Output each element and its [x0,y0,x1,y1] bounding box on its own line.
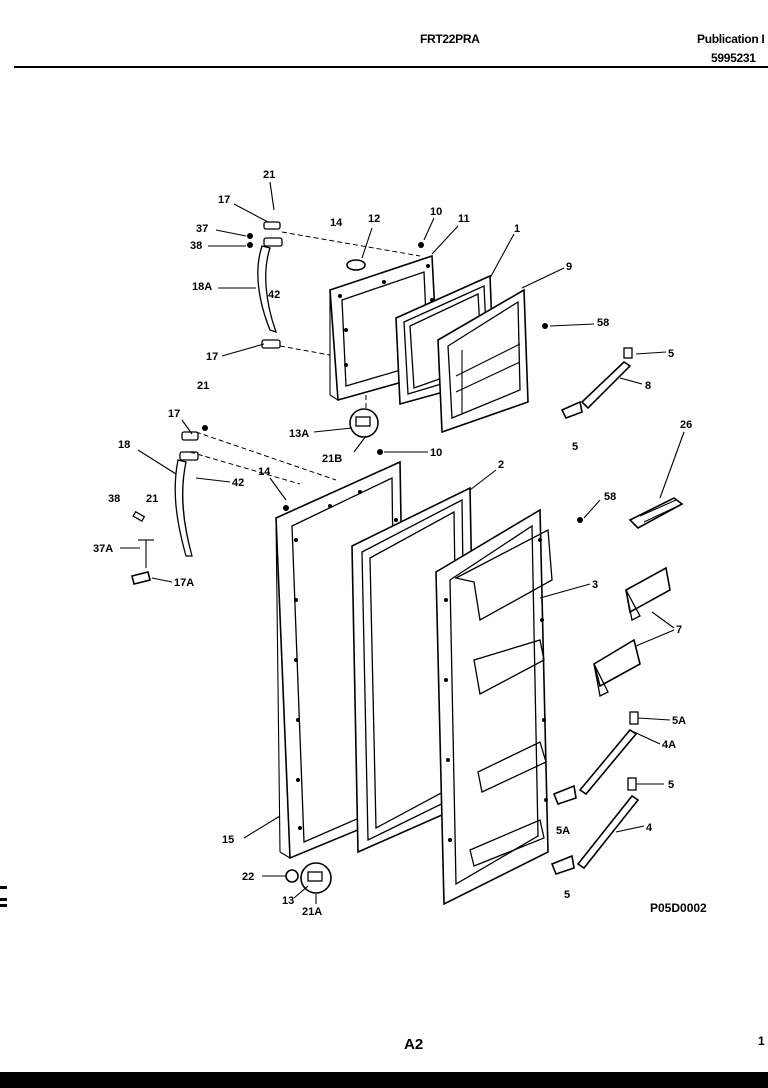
alignment-lines [189,231,421,485]
door-bin-7-upper [625,566,671,621]
callout-13: 13 [282,895,294,907]
bottom-scan-bar [0,1072,768,1088]
drawing-code: P05D0002 [650,901,707,915]
callout-14: 14 [258,466,271,478]
callout-21: 21 [146,493,158,505]
callout-17: 17 [206,351,218,363]
screw-17-low [202,425,208,431]
callout-11: 11 [458,213,470,225]
shelf-rail-4A [552,711,639,805]
ice-tray-26 [628,497,684,529]
callout-labels: 21 17 37 38 18A 42 17 21 14 12 10 11 1 9… [93,169,707,918]
callout-7: 7 [676,624,682,636]
callout-4: 4 [646,822,653,834]
callout-37: 37 [196,223,208,235]
upper-handle [257,221,283,349]
plug-14-low [283,505,289,511]
callout-26: 26 [680,419,692,431]
callout-22: 22 [242,871,254,883]
hinge-13A-plate [355,416,371,427]
callout-5A: 5A [672,715,686,727]
page-code: A2 [404,1036,424,1053]
callout-5: 5 [564,889,570,901]
callout-17: 17 [218,194,230,206]
callout-14: 14 [330,217,343,229]
callout-17: 17 [168,408,180,420]
lower-inner-liner [435,508,553,906]
callout-4A: 4A [662,739,676,751]
callout-18A: 18A [192,281,212,293]
publication-number: 5995231 [711,51,756,65]
callout-12: 12 [368,213,380,225]
callout-2: 2 [498,459,504,471]
left-edge-mark [0,886,7,889]
callout-21A: 21A [302,906,322,918]
callout-5: 5 [668,779,674,791]
callout-58: 58 [597,317,609,329]
page-number: 1 [758,1034,765,1048]
callout-58: 58 [604,491,616,503]
callout-42: 42 [268,289,280,301]
callout-21B: 21B [322,453,342,465]
callout-10: 10 [430,206,442,218]
hinge-13 [300,862,332,894]
callout-1: 1 [514,223,520,235]
hinge-13-plate [307,871,323,882]
plug-12 [346,259,366,271]
callout-5: 5 [668,348,674,360]
screw-38 [247,242,253,248]
door-bin-7-lower [593,638,641,697]
screw-38-low [132,510,146,522]
left-edge-mark [0,898,7,901]
callout-38: 38 [108,493,120,505]
lower-handle [174,431,199,557]
shelf-rail-8 [560,347,633,420]
callout-21: 21 [263,169,275,181]
bracket-17A [131,571,151,585]
left-edge-mark [0,904,7,907]
upper-inner-liner [437,288,529,434]
callout-17A: 17A [174,577,194,589]
callout-18: 18 [118,439,130,451]
screw-58-top [542,323,548,329]
callout-21: 21 [197,380,209,392]
callout-5A: 5A [556,825,570,837]
model-number: FRT22PRA [420,32,480,46]
callout-10: 10 [430,447,442,459]
callout-5: 5 [572,441,578,453]
screw-37 [247,233,253,239]
plug-10-mid [377,449,383,455]
header-rule [14,66,768,68]
callout-15: 15 [222,834,234,846]
shelf-rail-4 [550,777,640,875]
callout-37A: 37A [93,543,113,555]
plug-10-top [418,242,424,248]
publication-label: Publication I [697,32,765,46]
callout-38: 38 [190,240,202,252]
hinge-13A [349,408,379,438]
callout-9: 9 [566,261,572,273]
leader-lines [120,181,685,904]
callout-13A: 13A [289,428,309,440]
callout-3: 3 [592,579,598,591]
screw-58-low [577,517,583,523]
callout-42: 42 [232,477,244,489]
bushing-22 [285,869,299,883]
callout-8: 8 [645,380,651,392]
